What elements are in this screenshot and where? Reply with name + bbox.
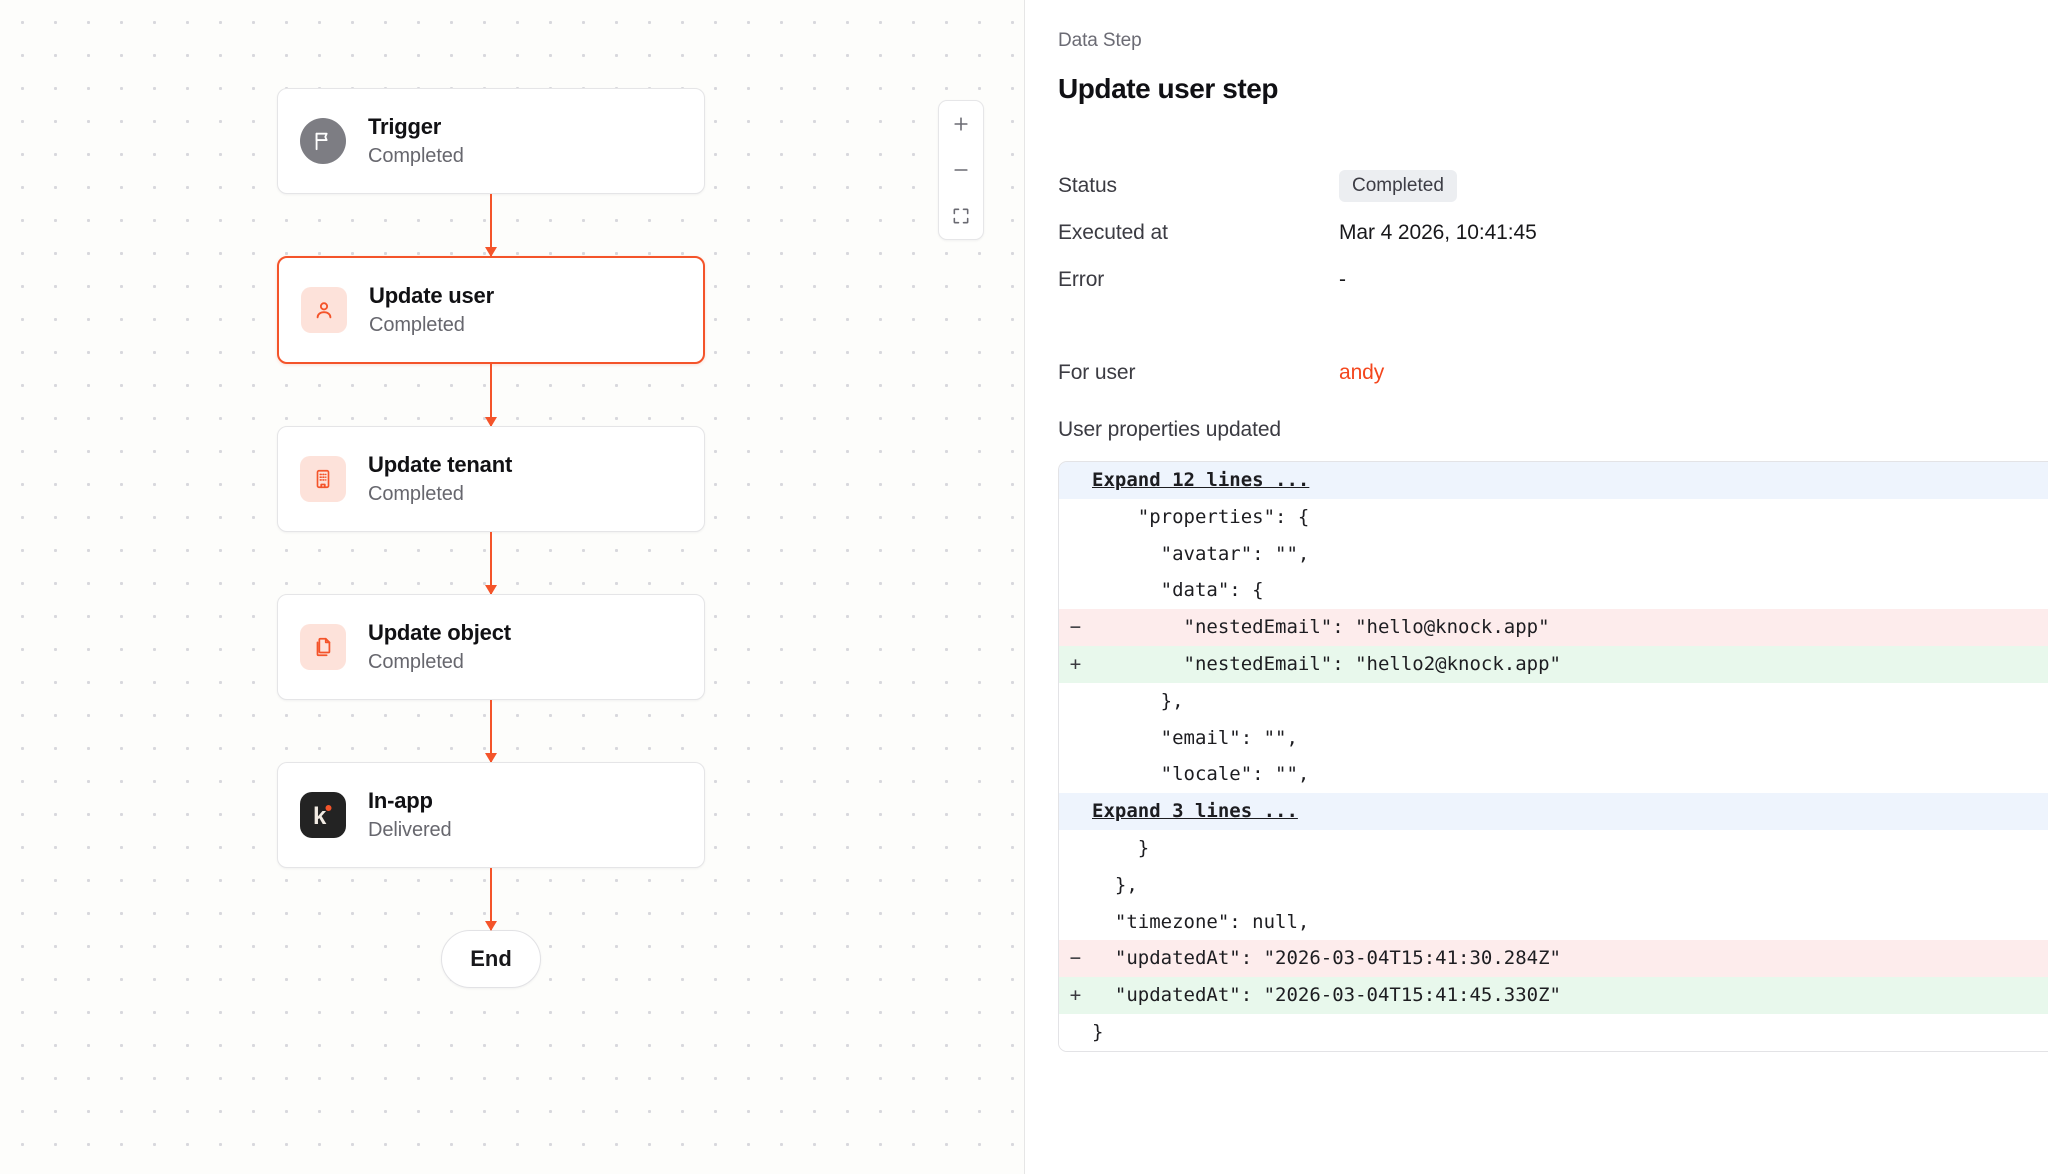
zoom-out-button[interactable] [939, 147, 983, 193]
diff-sign: − [1069, 947, 1082, 970]
diff-code: Expand 3 lines ... [1092, 800, 1298, 823]
copy-icon [300, 624, 346, 670]
page-title: Update user step [1058, 73, 1278, 104]
building-icon [300, 456, 346, 502]
node-text: Update object Completed [368, 620, 511, 674]
diff-line: "timezone": null, [1059, 903, 2048, 941]
diff-sign: − [1069, 616, 1082, 639]
diff-code: }, [1092, 689, 1184, 712]
node-status: Completed [368, 651, 464, 673]
node-title: Trigger [368, 114, 442, 139]
meta-row-error: Error - [1058, 256, 2048, 303]
diff-code: "data": { [1092, 579, 1264, 602]
diff-line: } [1059, 1013, 2048, 1051]
diff-code: } [1092, 1020, 1104, 1043]
flag-icon [300, 118, 346, 164]
diff-line: "locale": "", [1059, 756, 2048, 794]
workflow-node-trigger[interactable]: Trigger Completed [277, 88, 705, 194]
diff-expand-row[interactable]: Expand 3 lines ... [1059, 793, 2048, 830]
node-title: Update tenant [368, 452, 513, 477]
properties-updated-label: User properties updated [1058, 418, 1281, 441]
node-status: Delivered [368, 819, 452, 841]
diff-sign: + [1069, 984, 1082, 1007]
workflow-node-update-tenant[interactable]: Update tenant Completed [277, 426, 705, 532]
diff-code: "avatar": "", [1092, 542, 1310, 565]
node-title: Update user [369, 283, 494, 308]
diff-code: "updatedAt": "2026-03-04T15:41:45.330Z" [1092, 984, 1561, 1007]
connector-edge [277, 868, 705, 931]
end-node-wrapper: End [277, 930, 705, 988]
node-text: Update tenant Completed [368, 452, 512, 506]
workflow-node-update-user[interactable]: Update user Completed [277, 256, 705, 364]
zoom-in-button[interactable] [939, 101, 983, 147]
node-status: Completed [368, 483, 464, 505]
section-spacer [1058, 303, 2048, 349]
node-text: Update user Completed [369, 283, 494, 337]
meta-label: For user [1058, 360, 1136, 384]
diff-expand-row[interactable]: Expand 12 lines ... [1059, 462, 2048, 499]
meta-label: Executed at [1058, 220, 1168, 244]
connector-edge [277, 364, 705, 427]
properties-diff-block: Expand 12 lines ... "properties": { "ava… [1058, 461, 2048, 1052]
diff-line: } [1059, 829, 2048, 867]
connector-edge [277, 194, 705, 257]
diff-code: "properties": { [1092, 505, 1310, 528]
meta-label: Error [1058, 267, 1105, 291]
diff-code: "updatedAt": "2026-03-04T15:41:30.284Z" [1092, 947, 1561, 970]
diff-code: }, [1092, 873, 1138, 896]
meta-row-status: Status Completed [1058, 162, 2048, 209]
node-status: Completed [368, 145, 464, 167]
zoom-controls[interactable] [938, 100, 984, 240]
meta-row-executed-at: Executed at Mar 4 2026, 10:41:45 [1058, 209, 2048, 256]
meta-label: Status [1058, 173, 1117, 197]
user-link[interactable]: andy [1339, 360, 1385, 384]
diff-line: "avatar": "", [1059, 535, 2048, 573]
fit-view-button[interactable] [939, 193, 983, 239]
panel-eyebrow: Data Step [1058, 30, 1142, 51]
node-title: In-app [368, 788, 433, 813]
workflow-node-update-object[interactable]: Update object Completed [277, 594, 705, 700]
connector-edge [277, 532, 705, 595]
knock-logo-icon: k [300, 792, 346, 838]
diff-code: "nestedEmail": "hello2@knock.app" [1092, 652, 1562, 675]
diff-line: "data": { [1059, 572, 2048, 610]
diff-code: "email": "", [1092, 726, 1298, 749]
step-meta-list: Status Completed Executed at Mar 4 2026,… [1058, 162, 2048, 303]
workflow-node-list: Trigger Completed Update user Completed [277, 88, 707, 988]
connector-edge [277, 700, 705, 763]
diff-line-removed: − "updatedAt": "2026-03-04T15:41:30.284Z… [1059, 940, 2048, 978]
svg-text:k: k [313, 803, 327, 830]
diff-line-added: + "nestedEmail": "hello2@knock.app" [1059, 645, 2048, 683]
diff-line-added: + "updatedAt": "2026-03-04T15:41:45.330Z… [1059, 977, 2048, 1014]
workflow-canvas[interactable]: Trigger Completed Update user Completed [0, 0, 1025, 1174]
diff-code: Expand 12 lines ... [1092, 469, 1310, 491]
diff-sign: + [1069, 652, 1082, 675]
meta-row-for-user: For user andy [1058, 349, 2048, 396]
diff-line-removed: − "nestedEmail": "hello@knock.app" [1059, 609, 2048, 646]
user-icon [301, 287, 347, 333]
step-detail-panel: Data Step Update user step Status Comple… [1025, 0, 2048, 1174]
diff-code: } [1092, 836, 1150, 859]
node-text: In-app Delivered [368, 788, 452, 842]
node-text: Trigger Completed [368, 114, 464, 168]
node-status: Completed [369, 314, 465, 336]
node-title: Update object [368, 620, 511, 645]
status-badge: Completed [1339, 169, 1457, 202]
diff-code: "locale": "", [1092, 763, 1310, 786]
meta-value: Mar 4 2026, 10:41:45 [1339, 220, 1537, 244]
meta-value: - [1339, 267, 1346, 291]
diff-line: }, [1059, 866, 2048, 904]
diff-line: }, [1059, 682, 2048, 720]
diff-line: "properties": { [1059, 498, 2048, 536]
workflow-node-in-app[interactable]: k In-app Delivered [277, 762, 705, 868]
diff-line: "email": "", [1059, 719, 2048, 757]
end-node[interactable]: End [441, 930, 541, 988]
diff-code: "nestedEmail": "hello@knock.app" [1092, 616, 1550, 639]
diff-code: "timezone": null, [1092, 910, 1310, 933]
